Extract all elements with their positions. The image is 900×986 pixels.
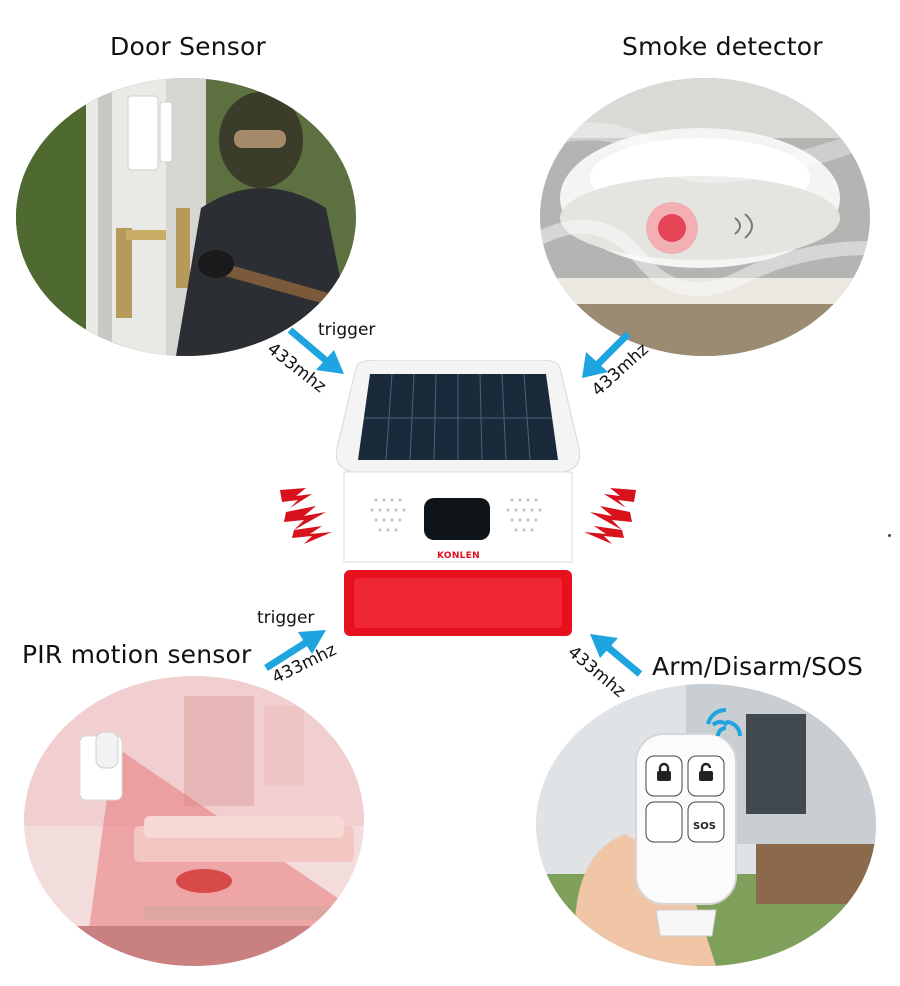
door-sensor-photo: [16, 78, 356, 356]
arrow-icon-top-right: [580, 330, 632, 380]
lock-icon: [654, 762, 674, 782]
arm-disarm-sos-label: Arm/Disarm/SOS: [652, 652, 864, 681]
arrow-icon-bottom-right: [588, 632, 644, 678]
remote-control-photo: [536, 684, 876, 966]
sos-button-label: SOS: [693, 821, 716, 832]
lightning-bolt-icon-left: [276, 484, 342, 546]
pir-sensor-photo: [24, 676, 364, 966]
pir-motion-sensor-label: PIR motion sensor: [22, 640, 252, 669]
solar-siren-device: [335, 359, 581, 642]
smoke-detector-photo: [540, 78, 870, 356]
brand-logo: KONLEN: [437, 551, 480, 561]
unlock-icon: [696, 762, 716, 782]
lightning-bolt-icon-right: [574, 484, 640, 546]
arrow-icon-bottom-left: [262, 628, 328, 672]
trigger-label-bottom: trigger: [257, 608, 315, 628]
stray-dot: [888, 534, 891, 537]
door-sensor-label: Door Sensor: [110, 32, 266, 61]
smoke-detector-label: Smoke detector: [622, 32, 823, 61]
arrow-icon-top-left: [286, 326, 346, 376]
trigger-label-top: trigger: [318, 320, 376, 340]
wireless-signal-icon: [704, 706, 750, 752]
